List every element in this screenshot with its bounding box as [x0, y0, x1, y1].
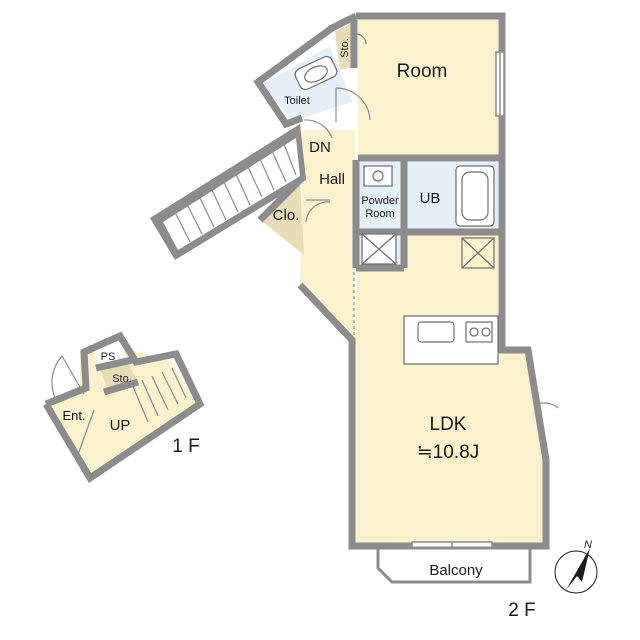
closet-floor [263, 180, 304, 255]
ldk-floor [355, 232, 544, 544]
hall-floor [300, 130, 355, 340]
washer-pan-icon [361, 233, 397, 265]
toilet-fixture [294, 55, 338, 91]
unit-bath-label: UB [420, 190, 441, 207]
room-floor [358, 20, 498, 158]
powder-room-label: Powder [361, 195, 399, 207]
down-stairs-label: DN [309, 139, 331, 156]
first-floor-label: 1 F [172, 436, 199, 457]
toilet-label: Toilet [284, 95, 310, 107]
storage-top-label: Sto. [339, 38, 351, 58]
room-label: Room [397, 61, 448, 82]
pipe-space-label: PS [101, 351, 116, 363]
ldk-side-door [537, 402, 559, 425]
storage-1f-label: Sto. [112, 373, 132, 385]
first-floor-plan [42, 331, 205, 483]
fridge-space-icon [461, 237, 495, 269]
ldk-label: LDK [430, 414, 467, 435]
hall-label: Hall [319, 171, 345, 188]
stairs-down [150, 124, 306, 260]
balcony [376, 546, 532, 584]
window-room [495, 51, 505, 117]
door-swings [303, 33, 371, 338]
closet-label: Clo. [273, 207, 300, 224]
powder-room-label-2: Room [365, 208, 394, 220]
up-stairs-label: UP [110, 417, 131, 434]
ldk-size-label: ≒10.8J [417, 442, 479, 463]
balcony-label: Balcony [429, 562, 483, 579]
second-floor-label: 2 F [508, 600, 535, 621]
entrance-label: Ent. [62, 408, 85, 423]
walls [253, 12, 550, 550]
bathtub-icon [455, 165, 495, 227]
kitchen-counter [403, 315, 499, 365]
sink-icon [363, 165, 393, 187]
compass-icon [554, 548, 598, 594]
north-label: N [584, 539, 592, 551]
